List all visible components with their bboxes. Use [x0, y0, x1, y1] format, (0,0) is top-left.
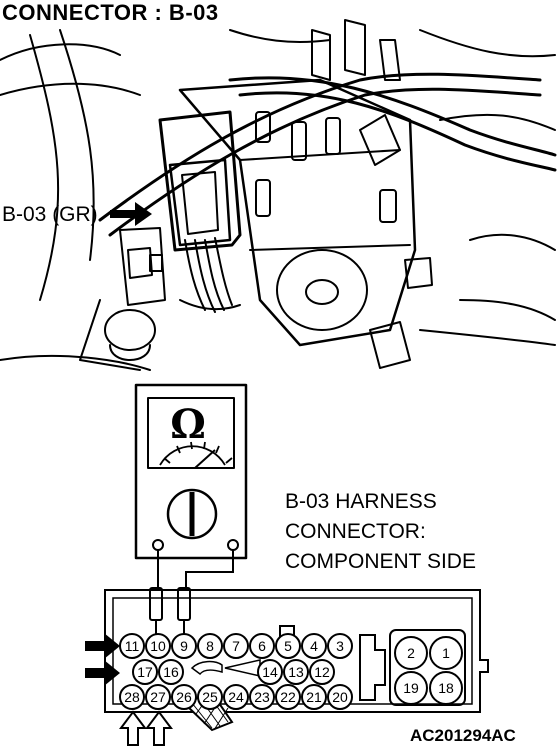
- pin-row-2-labels: 17 16 14 13 12: [137, 664, 330, 680]
- background-line: [0, 82, 141, 96]
- pin-label: 3: [336, 638, 344, 654]
- pin-label: 4: [310, 638, 318, 654]
- ohmmeter: [134, 383, 248, 560]
- harness-note-line-2: CONNECTOR:: [285, 520, 426, 543]
- pin-row-1-circles: [119, 633, 353, 659]
- hydraulic-unit-body: [178, 78, 417, 347]
- pin-row-1-labels: 11 10 9 8 7 6 5 4 3: [125, 638, 344, 654]
- pin-label: 26: [176, 689, 192, 705]
- diagram-title: CONNECTOR : B-03: [2, 0, 219, 25]
- connector-pointer-arrow: [110, 202, 152, 226]
- pin-label: 16: [163, 664, 179, 680]
- pin-label: 18: [438, 680, 454, 696]
- pin-label: 8: [206, 638, 214, 654]
- arrow-pin-11: [85, 633, 120, 659]
- pin-label: 19: [403, 680, 419, 696]
- ohm-symbol: Ω: [170, 401, 206, 448]
- pin-label: 11: [125, 638, 140, 654]
- pin-label: 1: [442, 645, 450, 661]
- arrow-pin-28: [119, 710, 147, 746]
- pin-row-2-circles: [132, 659, 335, 685]
- pin-row-3-labels: 28 27 26 25 24 23 22 21 20: [124, 689, 348, 705]
- pin-label: 6: [258, 638, 266, 654]
- connector-b03-housing: [158, 110, 242, 252]
- arrow-pin-27: [145, 710, 173, 746]
- pin-label: 17: [137, 664, 153, 680]
- large-pin-labels: 2 1 19 18: [403, 645, 454, 696]
- pin-label: 24: [228, 689, 244, 705]
- pin-label: 12: [314, 664, 330, 680]
- pin-label: 2: [407, 645, 415, 661]
- pin-label: 9: [180, 638, 188, 654]
- probe-left: [149, 587, 163, 621]
- pin-label: 13: [288, 664, 304, 680]
- large-pin-circles: [394, 636, 463, 705]
- pin-label: 5: [284, 638, 292, 654]
- pin-label: 10: [150, 638, 166, 654]
- harness-note-line-1: B-03 HARNESS: [285, 490, 437, 513]
- pin-label: 25: [202, 689, 218, 705]
- pin-label: 27: [150, 689, 166, 705]
- connector-label: B-03 (GR): [2, 203, 98, 226]
- harness-note-line-3: COMPONENT SIDE: [285, 550, 476, 573]
- reference-code: AC201294AC: [410, 726, 516, 745]
- test-leads: [155, 550, 234, 642]
- pin-label: 28: [124, 689, 140, 705]
- pin-row-3-circles: [119, 684, 353, 710]
- probe-right: [177, 587, 191, 621]
- pump-motor: [276, 249, 368, 331]
- pin-label: 14: [262, 664, 278, 680]
- pin-label: 22: [280, 689, 296, 705]
- pin-label: 21: [306, 689, 322, 705]
- pin-label: 7: [232, 638, 240, 654]
- background-line: [0, 43, 121, 61]
- brake-pipe: [108, 87, 542, 237]
- arrow-pin-17: [85, 660, 120, 686]
- pin-label: 20: [332, 689, 348, 705]
- pin-label: 23: [254, 689, 270, 705]
